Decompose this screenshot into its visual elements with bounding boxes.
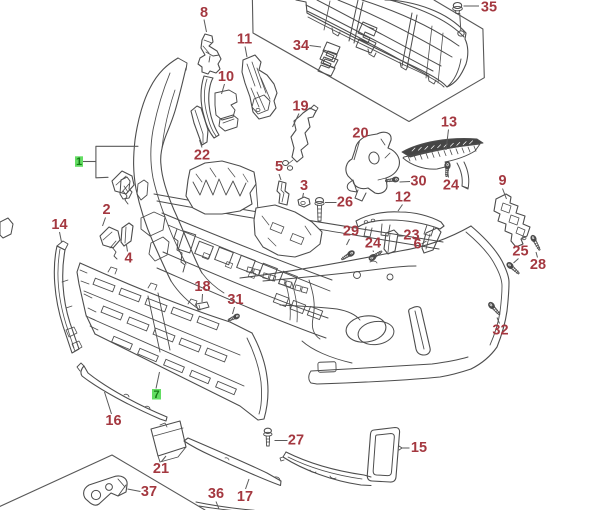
svg-text:29: 29 <box>343 224 359 240</box>
svg-text:15: 15 <box>411 440 427 456</box>
svg-text:10: 10 <box>218 69 234 85</box>
svg-text:8: 8 <box>200 5 208 21</box>
svg-text:4: 4 <box>124 251 132 267</box>
svg-text:6: 6 <box>413 237 421 253</box>
svg-text:24: 24 <box>365 236 381 252</box>
svg-text:5: 5 <box>275 159 283 175</box>
svg-text:26: 26 <box>337 195 353 211</box>
svg-text:17: 17 <box>237 489 253 505</box>
svg-text:7: 7 <box>153 389 159 401</box>
svg-text:13: 13 <box>441 115 457 131</box>
svg-text:3: 3 <box>300 178 308 194</box>
svg-text:18: 18 <box>194 279 210 295</box>
svg-text:20: 20 <box>352 126 368 142</box>
svg-text:31: 31 <box>227 292 243 308</box>
svg-text:37: 37 <box>141 484 157 500</box>
svg-text:22: 22 <box>194 148 210 164</box>
svg-text:11: 11 <box>237 32 252 48</box>
svg-text:23: 23 <box>403 228 419 244</box>
svg-text:16: 16 <box>105 413 121 429</box>
svg-text:9: 9 <box>498 173 506 189</box>
svg-text:21: 21 <box>153 461 169 477</box>
svg-text:28: 28 <box>530 257 546 273</box>
svg-text:19: 19 <box>292 99 308 115</box>
svg-text:35: 35 <box>481 0 497 16</box>
svg-text:1: 1 <box>76 156 82 168</box>
svg-text:32: 32 <box>492 323 508 339</box>
svg-text:30: 30 <box>410 174 426 190</box>
svg-text:25: 25 <box>512 244 528 260</box>
svg-text:24: 24 <box>443 178 459 194</box>
svg-text:12: 12 <box>395 190 411 206</box>
svg-text:36: 36 <box>208 486 224 502</box>
svg-text:14: 14 <box>51 217 67 233</box>
svg-text:2: 2 <box>102 202 110 218</box>
svg-text:27: 27 <box>288 433 304 449</box>
svg-text:34: 34 <box>293 38 309 54</box>
